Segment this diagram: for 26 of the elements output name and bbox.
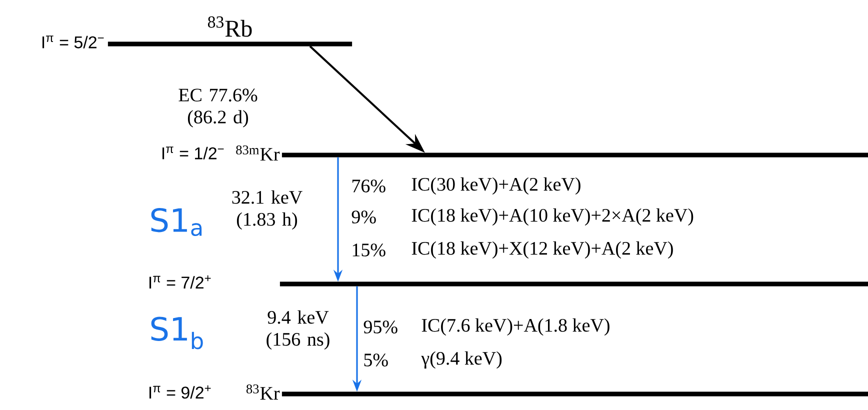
signal-label: S1$_{a}$ [151,208,202,236]
energy-level: $^{83}$Kr [246,384,868,400]
spin-parity-label: I$^{π}$ = 7/2$^{+}$ [149,275,211,289]
energy-level: $^{83}$Rb [108,16,352,46]
spin-parity-label: I$^{π}$ = 9/2$^{+}$ [149,385,211,399]
decay-channel-text: 95% [364,320,398,334]
decay-channel-text: IC(18 keV)+A(10 keV)+2×A(2 keV) [412,208,694,226]
decay-channel-text: 76% [352,180,386,192]
spin-parity-label: I$^{π}$ = 5/2$^{−}$ [42,36,104,48]
decay-channel-text: IC(30 keV)+A(2 keV) [412,177,580,195]
node-label: $^{83}$Kr [246,384,280,400]
energy-level [280,282,868,286]
node-label: $^{83m}$Kr [236,145,280,161]
decay-channel-text: 5% [364,354,388,366]
decay-channel-text: IC(18 keV)+X(12 keV)+A(2 keV) [412,241,673,259]
node-label: $^{83}$Rb [208,16,252,37]
spin-parity-label: I$^{π}$ = 1/2$^{−}$ [162,146,224,160]
decay-channel-text: 9% [352,210,376,224]
decay-channel-text: IC(7.6 keV)+A(1.8 keV) [422,318,610,336]
decay-channel-text: γ(9.4 keV) [421,351,502,369]
edge-label: 9.4 keV (156 ns) [266,310,330,350]
decay-channel-text: 15% [352,244,386,256]
edge-label: 32.1 keV (1.83 h) [232,190,302,230]
edge-label: EC 77.6% (86.2 d) [178,88,258,128]
energy-level: $^{83m}$Kr [236,145,868,161]
signal-label: S1$_{b}$ [151,316,203,350]
